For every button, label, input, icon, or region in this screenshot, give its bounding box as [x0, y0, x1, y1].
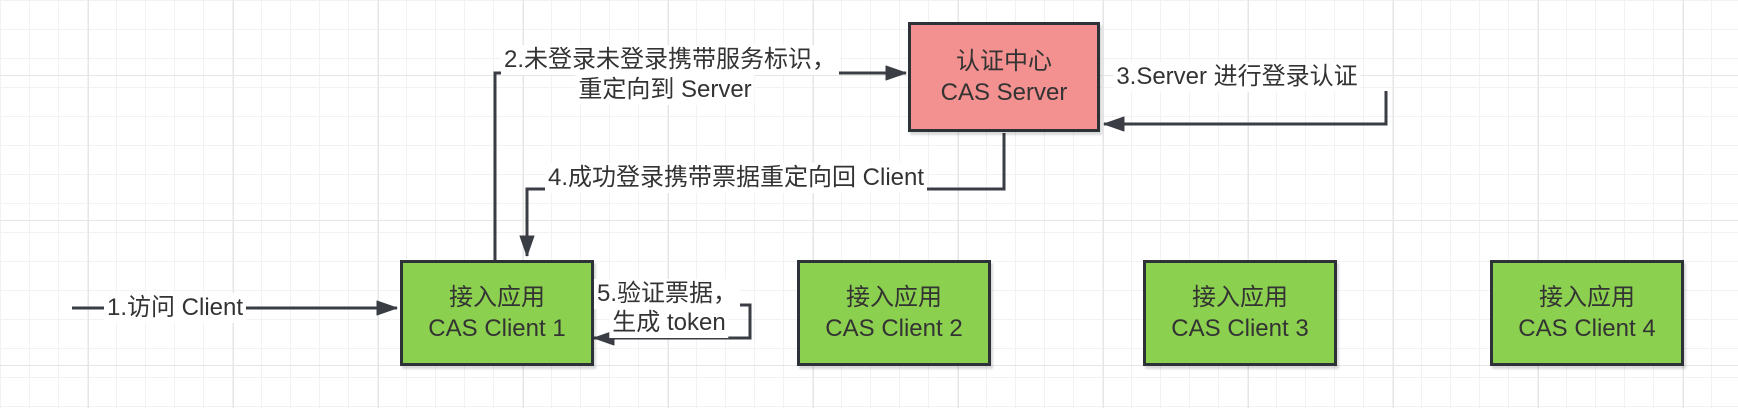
cas-client4-node: 接入应用 CAS Client 4 [1490, 260, 1684, 366]
step2-label-line2: 重定向到 Server [575, 75, 755, 105]
cas-server-title: 认证中心 [956, 48, 1052, 75]
step3-connector [1103, 91, 1388, 132]
cas-client4-subtitle: CAS Client 4 [1518, 315, 1656, 342]
step5-label-line1: 5.验证票据， [593, 279, 741, 309]
cas-client3-title: 接入应用 [1192, 284, 1288, 311]
step3-label: 3.Server 进行登录认证 [1113, 62, 1361, 92]
cas-client2-title: 接入应用 [846, 284, 942, 311]
step2-label-line1: 2.未登录未登录携带服务标识， [500, 45, 840, 75]
cas-client1-subtitle: CAS Client 1 [428, 315, 566, 342]
step4-label: 4.成功登录携带票据重定向回 Client [544, 163, 928, 193]
cas-server-node: 认证中心 CAS Server [908, 22, 1100, 132]
cas-client1-node: 接入应用 CAS Client 1 [400, 260, 594, 366]
cas-server-subtitle: CAS Server [940, 79, 1068, 106]
cas-client2-node: 接入应用 CAS Client 2 [797, 260, 991, 366]
cas-client4-title: 接入应用 [1539, 284, 1635, 311]
step5-label-line2: 生成 token [609, 308, 729, 338]
step4-connector [519, 133, 1006, 257]
cas-client3-subtitle: CAS Client 3 [1171, 315, 1309, 342]
cas-client2-subtitle: CAS Client 2 [825, 315, 963, 342]
step5-connector [593, 303, 752, 346]
cas-client3-node: 接入应用 CAS Client 3 [1143, 260, 1337, 366]
cas-client1-title: 接入应用 [449, 284, 545, 311]
step1-label: 1.访问 Client [103, 293, 247, 323]
